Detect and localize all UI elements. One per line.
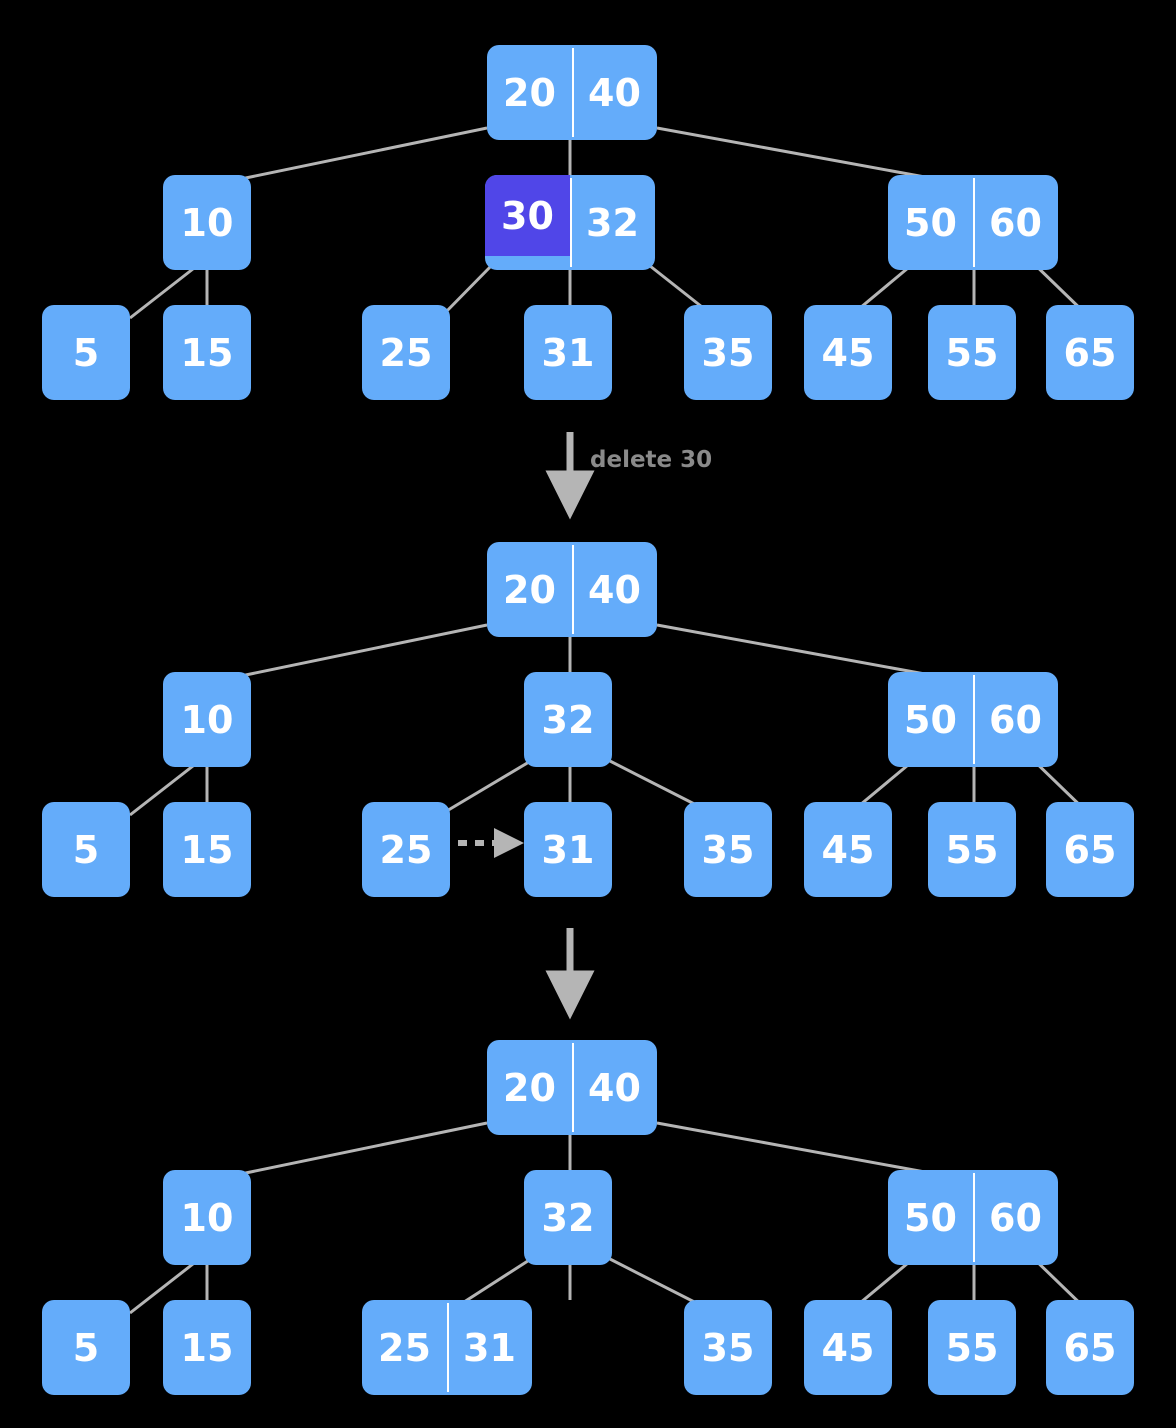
btree-node-leaf-25: 25: [362, 802, 450, 897]
btree-node-leaf-25-31: 25 31: [362, 1300, 532, 1395]
btree-node-leaf-45: 45: [804, 305, 892, 400]
btree-key-31: 31: [541, 330, 595, 375]
btree-key-32: 32: [570, 175, 655, 270]
btree-node-leaf-15: 15: [163, 1300, 251, 1395]
btree-key-35: 35: [701, 330, 755, 375]
btree-node-leaf-31: 31: [524, 802, 612, 897]
btree-key-20: 20: [503, 1065, 556, 1110]
btree-key-35: 35: [701, 1325, 755, 1370]
btree-key-25: 25: [378, 1325, 431, 1370]
btree-key-10: 10: [180, 200, 234, 245]
btree-key-35: 35: [701, 827, 755, 872]
btree-key-5: 5: [72, 1325, 100, 1370]
btree-key-31: 31: [541, 827, 595, 872]
btree-key-15: 15: [180, 827, 234, 872]
btree-key-20: 20: [503, 567, 556, 612]
btree-node-leaf-65: 65: [1046, 305, 1134, 400]
btree-key-60: 60: [973, 672, 1058, 767]
btree-node-leaf-55: 55: [928, 1300, 1016, 1395]
btree-node-leaf-35: 35: [684, 305, 772, 400]
btree-key-30: 30: [485, 175, 570, 256]
btree-node-leaf-15: 15: [163, 802, 251, 897]
btree-node-leaf-5: 5: [42, 802, 130, 897]
tree-edge: [439, 757, 535, 817]
btree-key-32: 32: [541, 1195, 595, 1240]
btree-node-child-32: 32: [524, 672, 612, 767]
annotation-delete-30: delete 30: [590, 447, 713, 473]
btree-key-60: 60: [973, 175, 1058, 270]
btree-node-child-10: 10: [163, 672, 251, 767]
btree-key-5: 5: [72, 330, 100, 375]
btree-key-50: 50: [904, 697, 957, 742]
btree-key-45: 45: [821, 1325, 875, 1370]
btree-key-50: 50: [904, 200, 957, 245]
btree-key-15: 15: [180, 330, 234, 375]
btree-key-65: 65: [1063, 827, 1117, 872]
btree-node-child-10: 10: [163, 175, 251, 270]
btree-node-leaf-55: 55: [928, 305, 1016, 400]
btree-node-child-50-60: 50 60: [888, 175, 1058, 270]
btree-key-55: 55: [945, 827, 999, 872]
btree-node-leaf-35: 35: [684, 1300, 772, 1395]
btree-key-25: 25: [379, 330, 433, 375]
btree-key-15: 15: [180, 1325, 234, 1370]
btree-key-50: 50: [904, 1195, 957, 1240]
btree-key-10: 10: [180, 1195, 234, 1240]
btree-key-55: 55: [945, 1325, 999, 1370]
btree-key-65: 65: [1063, 330, 1117, 375]
btree-key-45: 45: [821, 330, 875, 375]
btree-node-leaf-15: 15: [163, 305, 251, 400]
btree-key-45: 45: [821, 827, 875, 872]
btree-node-leaf-45: 45: [804, 1300, 892, 1395]
btree-key-40: 40: [572, 45, 657, 140]
btree-key-10: 10: [180, 697, 234, 742]
btree-key-55: 55: [945, 330, 999, 375]
btree-key-60: 60: [973, 1170, 1058, 1265]
btree-node-leaf-25: 25: [362, 305, 450, 400]
btree-node-child-50-60: 50 60: [888, 672, 1058, 767]
btree-node-leaf-35: 35: [684, 802, 772, 897]
btree-key-32: 32: [541, 697, 595, 742]
btree-node-child-10: 10: [163, 1170, 251, 1265]
btree-key-31: 31: [447, 1300, 532, 1395]
btree-node-leaf-65: 65: [1046, 1300, 1134, 1395]
btree-node-leaf-31: 31: [524, 305, 612, 400]
btree-key-40: 40: [572, 1040, 657, 1135]
btree-key-40: 40: [572, 542, 657, 637]
btree-key-20: 20: [503, 70, 556, 115]
btree-node-leaf-65: 65: [1046, 802, 1134, 897]
btree-node-leaf-5: 5: [42, 305, 130, 400]
btree-node-leaf-55: 55: [928, 802, 1016, 897]
btree-key-65: 65: [1063, 1325, 1117, 1370]
btree-node-child-32: 32: [524, 1170, 612, 1265]
btree-node-leaf-5: 5: [42, 1300, 130, 1395]
btree-key-5: 5: [72, 827, 100, 872]
btree-node-leaf-45: 45: [804, 802, 892, 897]
btree-node-child-50-60: 50 60: [888, 1170, 1058, 1265]
btree-key-25: 25: [379, 827, 433, 872]
